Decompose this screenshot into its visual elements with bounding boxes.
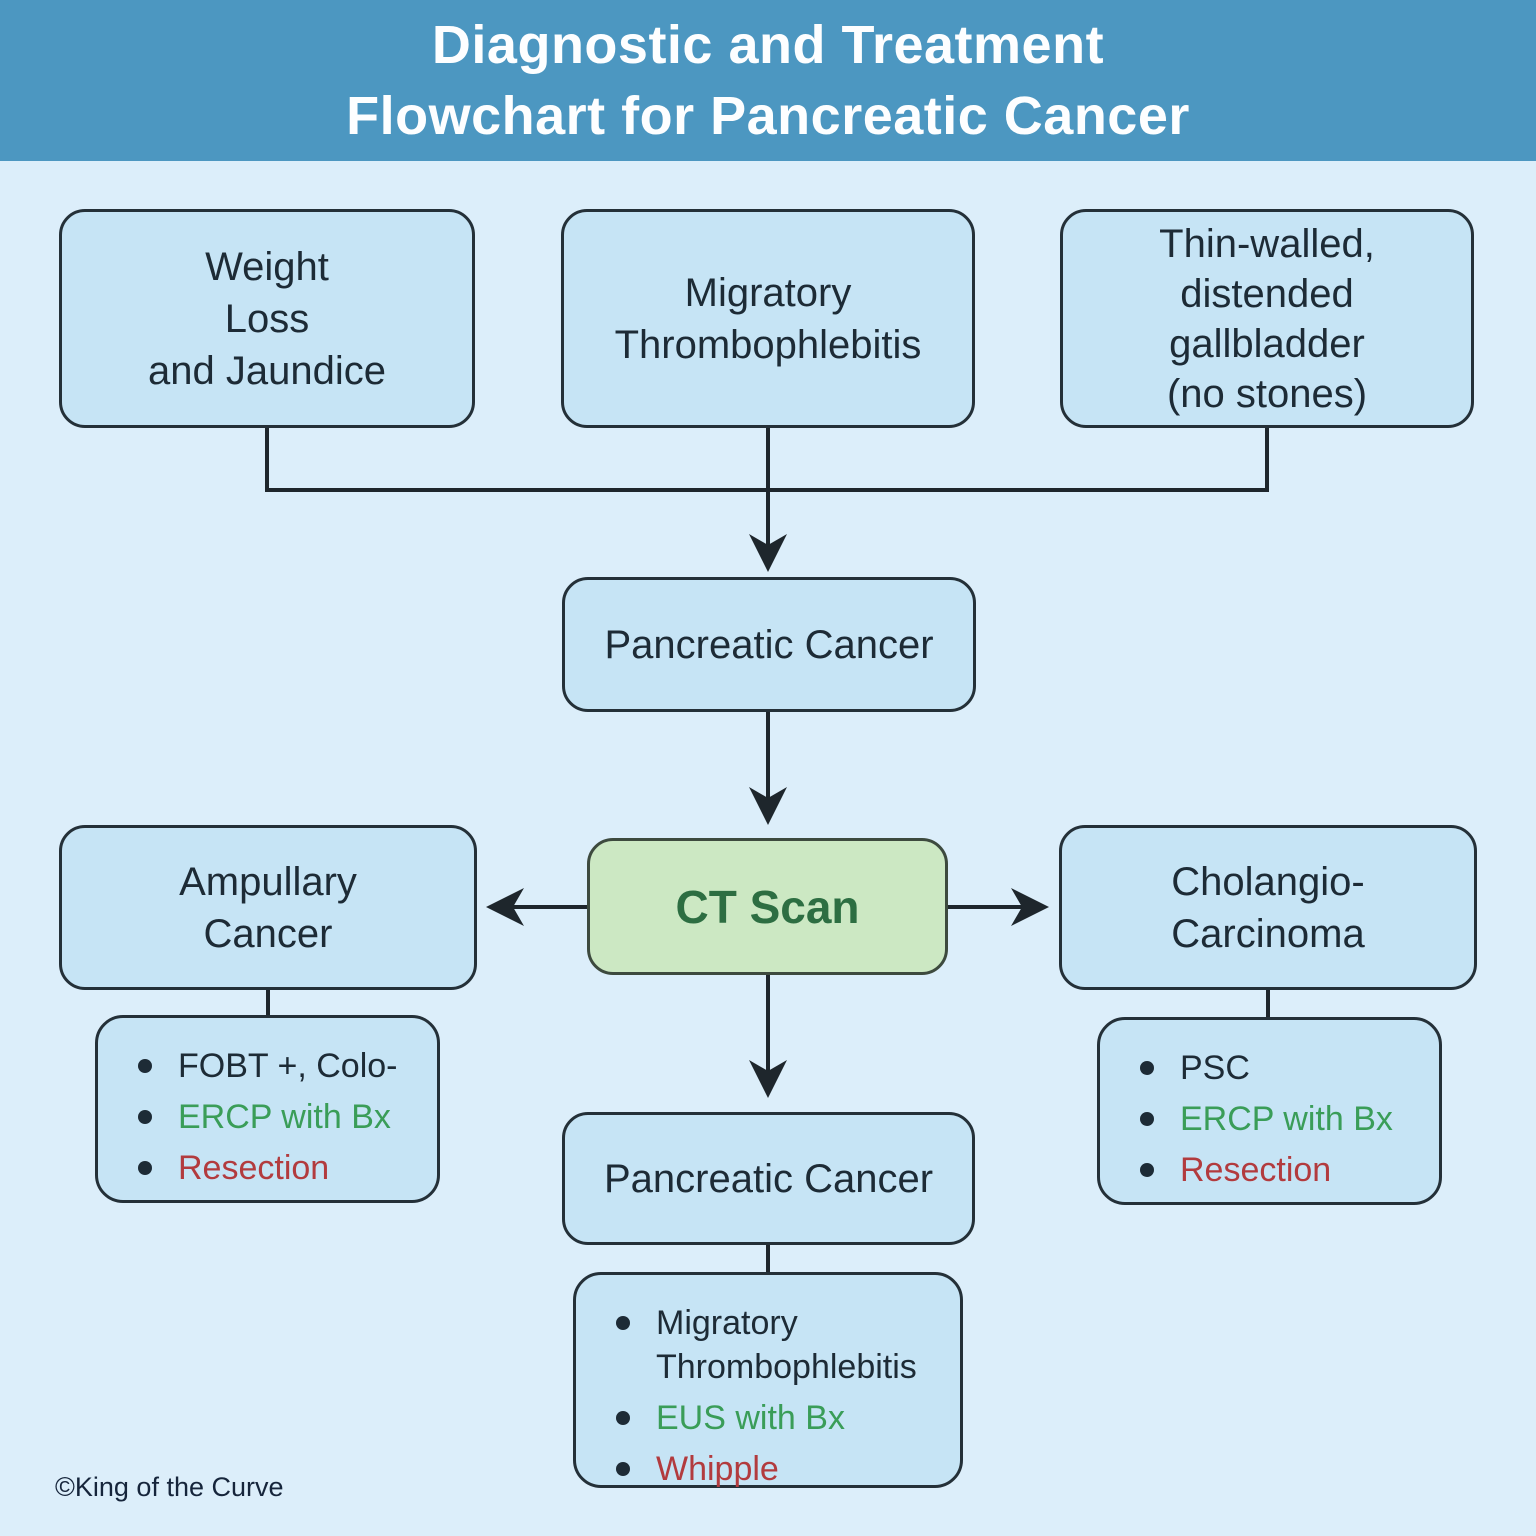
arrowhead-down-icon xyxy=(749,787,787,825)
list-item: ERCP with Bx xyxy=(138,1095,419,1139)
bullet-text: Whipple xyxy=(656,1450,779,1488)
pancreatic-findings-box: Migratory Thrombophlebitis EUS with Bx W… xyxy=(573,1272,963,1488)
node-label: Weight xyxy=(205,244,329,289)
list-item: ERCP with Bx xyxy=(1140,1097,1421,1141)
node-label: Ampullary xyxy=(179,859,357,904)
list-item: Resection xyxy=(1140,1148,1421,1192)
list-item: Whipple xyxy=(616,1447,942,1491)
node-label: Cholangio- xyxy=(1171,859,1365,904)
cholangio-findings-box: PSC ERCP with Bx Resection xyxy=(1097,1017,1442,1205)
bullet-text: EUS with Bx xyxy=(656,1399,845,1437)
node-pancreatic-cancer-2: Pancreatic Cancer xyxy=(562,1112,975,1245)
node-label: Carcinoma xyxy=(1171,911,1365,956)
bullet-text: Migratory Thrombophlebitis xyxy=(656,1304,917,1386)
list-item: FOBT +, Colo- xyxy=(138,1044,419,1088)
node-ampullary-cancer: Ampullary Cancer xyxy=(59,825,477,990)
node-label: Thrombophlebitis xyxy=(614,322,922,367)
bullet-list: FOBT +, Colo- ERCP with Bx Resection xyxy=(98,1018,437,1197)
bullet-text: ERCP with Bx xyxy=(1180,1100,1393,1138)
node-migratory-thrombophlebitis: Migratory Thrombophlebitis xyxy=(561,209,975,428)
node-label: Thin-walled, xyxy=(1159,221,1375,266)
arrowhead-right-icon xyxy=(1011,888,1049,926)
node-weight-loss-jaundice: Weight Loss and Jaundice xyxy=(59,209,475,428)
node-label: Pancreatic Cancer xyxy=(603,1156,934,1201)
bullet-dot-icon xyxy=(1140,1163,1154,1177)
bullet-list: Migratory Thrombophlebitis EUS with Bx W… xyxy=(576,1275,960,1498)
arrowhead-down-icon xyxy=(749,1060,787,1098)
node-label: distended xyxy=(1180,271,1354,316)
node-gallbladder: Thin-walled, distended gallbladder (no s… xyxy=(1060,209,1474,428)
ampullary-findings-box: FOBT +, Colo- ERCP with Bx Resection xyxy=(95,1015,440,1203)
node-label: (no stones) xyxy=(1166,371,1368,416)
bullet-dot-icon xyxy=(138,1110,152,1124)
node-pancreatic-cancer-1: Pancreatic Cancer xyxy=(562,577,976,712)
arrowhead-left-icon xyxy=(486,888,524,926)
node-label: and Jaundice xyxy=(148,348,386,393)
bullet-text: PSC xyxy=(1180,1049,1250,1087)
node-label: Loss xyxy=(224,296,310,341)
node-label: CT Scan xyxy=(675,880,860,933)
page-title-line2: Flowchart for Pancreatic Cancer xyxy=(346,85,1190,146)
list-item: EUS with Bx xyxy=(616,1396,942,1440)
list-item: PSC xyxy=(1140,1046,1421,1090)
node-ct-scan: CT Scan xyxy=(587,838,948,975)
bullet-dot-icon xyxy=(616,1316,630,1330)
bullet-dot-icon xyxy=(1140,1112,1154,1126)
arrowhead-down-icon xyxy=(749,534,787,572)
bullet-text: FOBT +, Colo- xyxy=(178,1047,398,1085)
list-item: Migratory Thrombophlebitis xyxy=(616,1301,942,1389)
node-label: Pancreatic Cancer xyxy=(604,622,934,667)
node-label: Migratory xyxy=(684,270,852,315)
bullet-dot-icon xyxy=(138,1161,152,1175)
list-item: Resection xyxy=(138,1146,419,1190)
bullet-text: Resection xyxy=(178,1149,330,1187)
bullet-list: PSC ERCP with Bx Resection xyxy=(1100,1020,1439,1199)
bullet-dot-icon xyxy=(138,1059,152,1073)
copyright-note: ©King of the Curve xyxy=(55,1472,284,1502)
bullet-text: Resection xyxy=(1180,1151,1332,1189)
node-label: gallbladder xyxy=(1169,321,1365,366)
bullet-dot-icon xyxy=(616,1462,630,1476)
page-title-line1: Diagnostic and Treatment xyxy=(431,14,1105,75)
bullet-dot-icon xyxy=(616,1411,630,1425)
title-bar: Diagnostic and Treatment Flowchart for P… xyxy=(0,0,1536,161)
bullet-text: ERCP with Bx xyxy=(178,1098,391,1136)
bullet-dot-icon xyxy=(1140,1061,1154,1075)
node-cholangiocarcinoma: Cholangio- Carcinoma xyxy=(1059,825,1477,990)
node-label: Cancer xyxy=(203,911,333,956)
